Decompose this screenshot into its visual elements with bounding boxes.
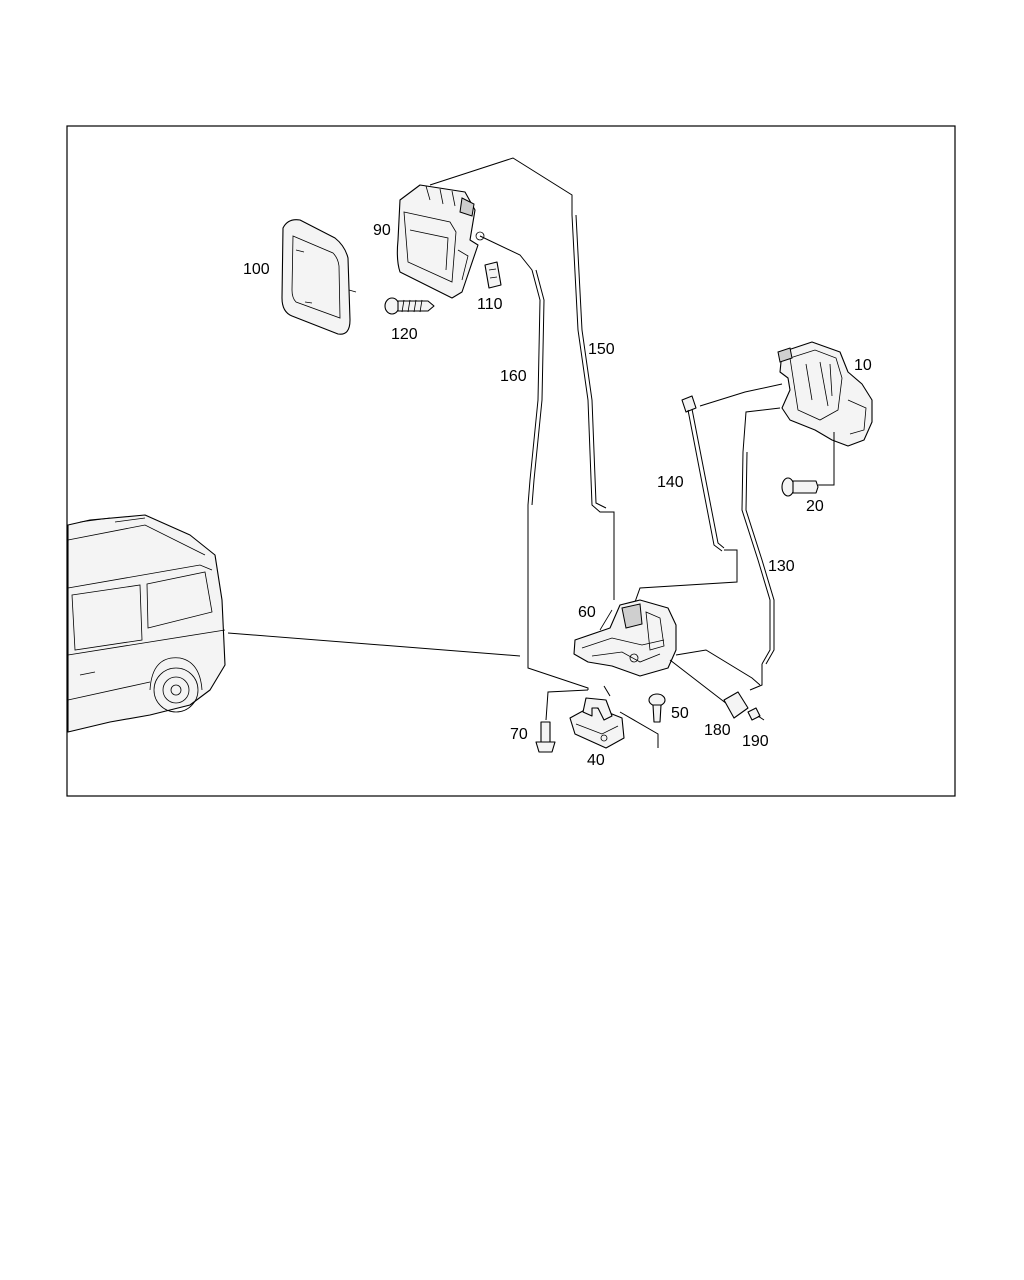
callout-160: 160 (500, 368, 527, 385)
lock-part-60 (573, 599, 677, 677)
callout-120: 120 (391, 326, 418, 343)
callout-150: 150 (588, 341, 615, 358)
leader-90-160 (479, 235, 533, 271)
leader-90-150 (429, 157, 573, 215)
callout-50: 50 (671, 705, 689, 722)
rod-part-150 (571, 214, 606, 513)
callout-40: 40 (587, 752, 605, 769)
bolt-part-70 (535, 721, 556, 753)
screw-part-120 (384, 297, 435, 315)
screw-part-50 (648, 693, 666, 723)
vehicle-illustration (67, 514, 226, 733)
part-180 (723, 691, 749, 719)
part-190 (747, 707, 765, 721)
callout-10: 10 (854, 357, 872, 374)
striker-part-40 (569, 697, 625, 749)
callout-100: 100 (243, 261, 270, 278)
diagram-frame (66, 125, 956, 797)
callout-140: 140 (657, 474, 684, 491)
trim-frame-part-100 (281, 219, 357, 335)
rod-part-130 (741, 451, 775, 665)
callout-60: 60 (578, 604, 596, 621)
handle-part-10 (777, 341, 873, 447)
screw-part-20 (781, 477, 819, 497)
callout-90: 90 (373, 222, 391, 239)
callout-130: 130 (768, 558, 795, 575)
callout-180: 180 (704, 722, 731, 739)
callout-20: 20 (806, 498, 824, 515)
upper-lock-part-90 (396, 184, 485, 299)
leader-10-140 (699, 383, 783, 407)
callout-190: 190 (742, 733, 769, 750)
rod-part-140 (681, 395, 725, 552)
callout-70: 70 (510, 726, 528, 743)
clip-part-110 (484, 261, 502, 289)
leader-10-130 (742, 407, 781, 453)
callout-110: 110 (477, 296, 503, 313)
vehicle-pointer-line (227, 632, 521, 657)
rod-part-160 (527, 269, 541, 506)
